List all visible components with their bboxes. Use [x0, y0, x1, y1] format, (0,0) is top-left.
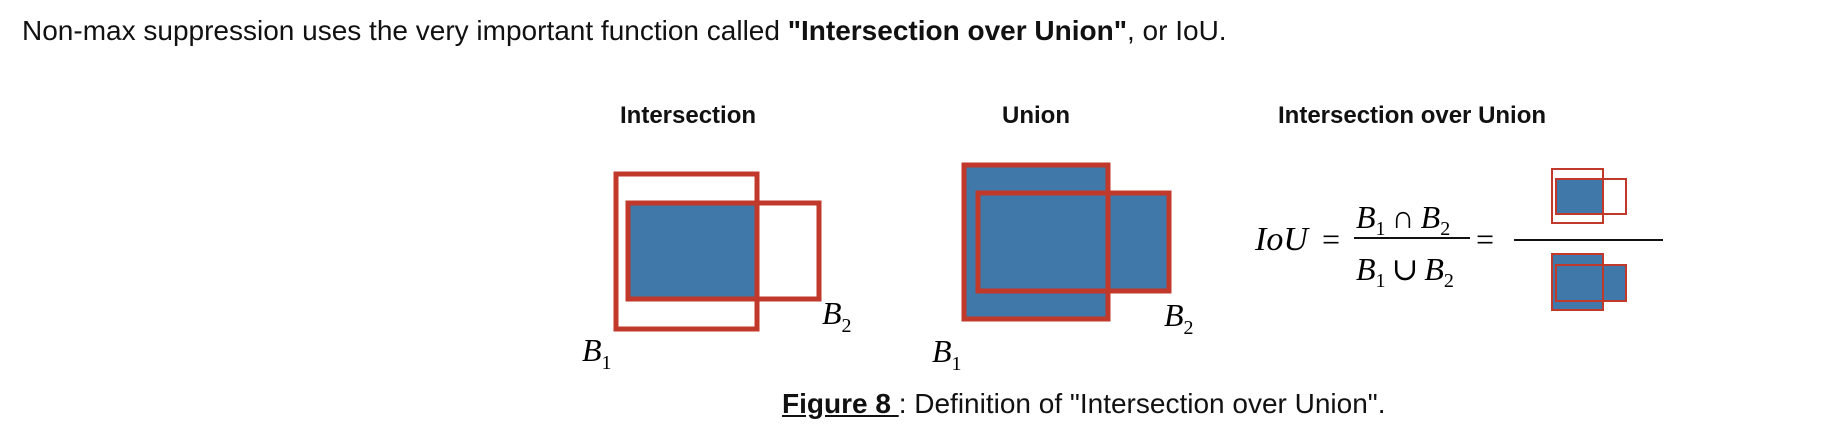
figure-label: Figure 8	[782, 388, 899, 419]
intro-sentence: Non-max suppression uses the very import…	[22, 14, 1227, 48]
box-b1-outline	[613, 171, 760, 332]
mini-den-b1-outline	[1551, 253, 1604, 311]
figure-caption: Figure 8 : Definition of "Intersection o…	[782, 388, 1386, 420]
intersection-b1-label: B1	[582, 332, 612, 374]
formula-equals-2: =	[1476, 221, 1494, 257]
intro-prefix: Non-max suppression uses the very import…	[22, 15, 788, 46]
union-b2-label: B2	[1164, 297, 1194, 339]
intersection-panel: B2 B1	[582, 171, 852, 374]
box-b2-outline	[625, 200, 822, 302]
intersection-b2-label: B2	[822, 295, 852, 337]
intersection-title: Intersection	[620, 102, 757, 129]
intro-suffix: , or IoU.	[1127, 15, 1227, 46]
formula-numerator: B1∩B2	[1356, 199, 1450, 240]
intro-emphasis: "Intersection over Union"	[787, 15, 1127, 46]
union-panel: B2 B1	[932, 162, 1194, 375]
intersection-area	[628, 203, 757, 299]
figure-caption-text: : Definition of "Intersection over Union…	[898, 388, 1386, 419]
union-box-b2-outline	[975, 190, 1172, 294]
formula-equals-1: =	[1322, 221, 1340, 257]
mini-num-b2-outline	[1555, 178, 1627, 215]
iou-formula: IoU = B1∩B2 B1∪B2 =	[1254, 168, 1663, 311]
mini-den-b2-outline	[1555, 264, 1627, 302]
mini-intersection-area	[1556, 179, 1603, 214]
mini-num-b1-outline	[1551, 168, 1604, 224]
union-area-b2	[978, 193, 1169, 291]
formula-lhs: IoU	[1254, 221, 1310, 258]
union-box-b1-outline	[961, 162, 1111, 322]
union-title: Union	[1002, 102, 1070, 129]
union-b1-label: B1	[932, 333, 962, 375]
mini-union-area-b2	[1556, 265, 1626, 301]
formula-denominator: B1∪B2	[1356, 251, 1454, 292]
iou-title: Intersection over Union	[1278, 102, 1547, 129]
